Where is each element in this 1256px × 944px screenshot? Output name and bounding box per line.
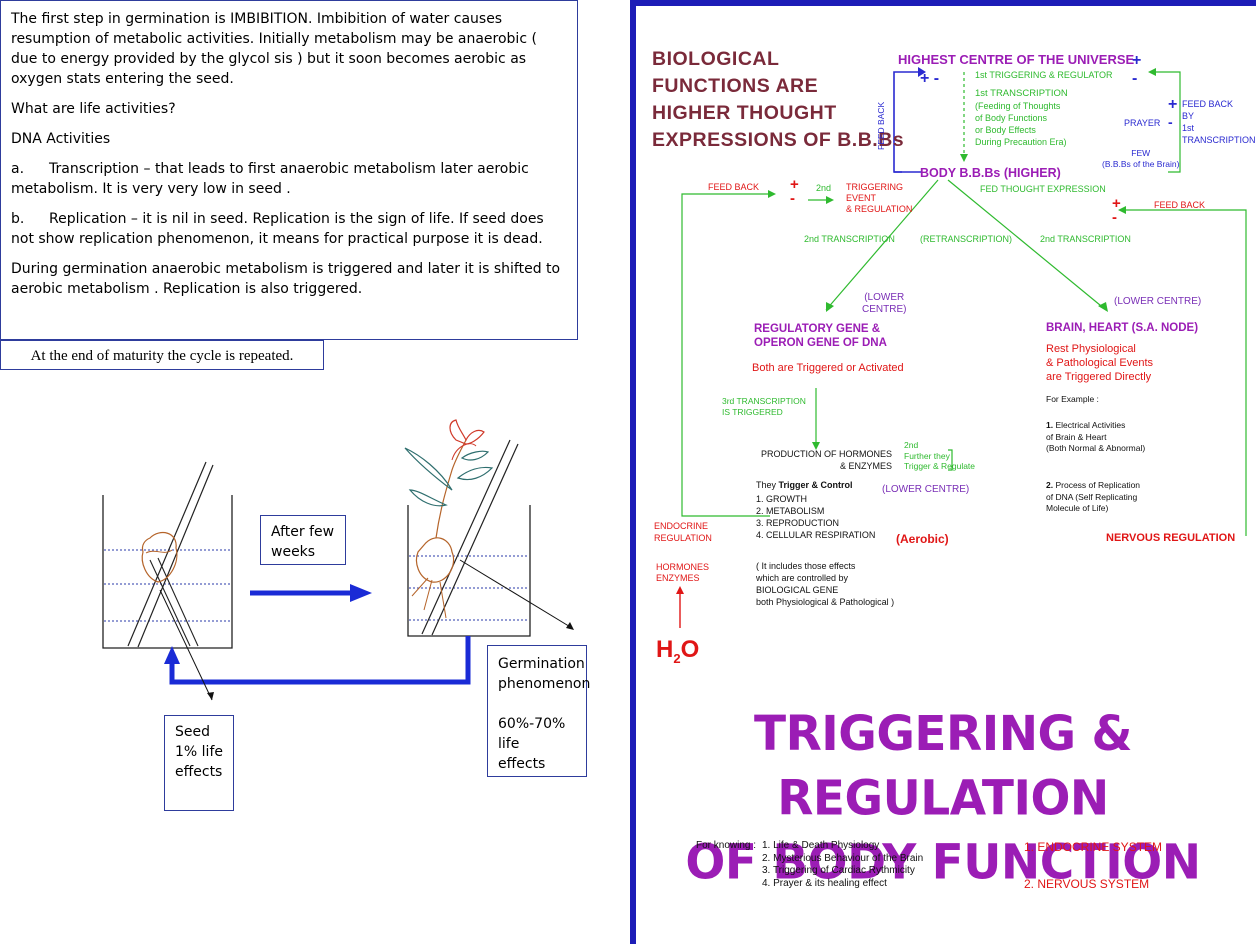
feeding-label: (Feeding of Thoughts of Body Functions o… [975, 101, 1067, 147]
retranscription-label: (RETRANSCRIPTION) [920, 234, 1012, 244]
germination-phenomenon-box: Germination phenomenon 60%-70% life effe… [487, 645, 591, 777]
few-label: FEW (B.B.Bs of the Brain) [1102, 148, 1180, 169]
item-a-letter: a. [11, 161, 25, 177]
endocrine-system-label: 1. ENDOCRINE SYSTEM [1024, 840, 1163, 854]
text-dna-activities: DNA Activities [11, 131, 111, 147]
nervous-system-label: 2. NERVOUS SYSTEM [1024, 877, 1150, 891]
plus-minus-sign-left: + - [920, 70, 940, 87]
germination-phenomenon-label: Germination phenomenon 60%-70% life effe… [498, 656, 591, 772]
seed-label: Seed 1% life effects [175, 724, 223, 780]
includes-label: ( It includes those effects which are co… [756, 561, 895, 607]
first-transcription-label: 1st TRANSCRIPTION [975, 88, 1068, 99]
example-2-num: 2. [1046, 480, 1054, 490]
for-knowing-list: 1. Life & Death Physiology 2. Mysterious… [762, 840, 924, 889]
plus-minus-sign-right: +- [1168, 96, 1178, 130]
item-b-text: Replication – it is nil in seed. Replica… [11, 211, 544, 247]
nervous-regulation-label: NERVOUS REGULATION [1106, 532, 1236, 544]
feed-back-by-transcription-label: FEED BACK BY 1st TRANSCRIPTION [1182, 99, 1256, 145]
seed-box: Seed 1% life effects [164, 715, 234, 811]
third-transcription-label: 3rd TRANSCRIPTION IS TRIGGERED [722, 396, 806, 417]
hormones-enzymes-label: HORMONES ENZYMES [656, 562, 710, 583]
lower-centre-mid-label: (LOWER CENTRE) [882, 484, 970, 495]
lower-centre-left-label: (LOWER CENTRE) [862, 292, 907, 315]
for-example-label: For Example : [1046, 394, 1099, 404]
text-germination-summary: During germination anaerobic metabolism … [11, 261, 561, 297]
prayer-label: PRAYER [1124, 118, 1161, 128]
second-transcription-right-label: 2nd TRANSCRIPTION [1040, 234, 1131, 244]
first-trigger-label: 1st TRIGGERING & REGULATOR [975, 70, 1113, 80]
item-a-text: Transcription – that leads to first anae… [11, 161, 529, 197]
plus-minus-right: +- [1112, 195, 1121, 226]
rest-events-label: Rest Physiological & Pathological Events… [1046, 343, 1154, 383]
example-1: 1. Electrical Activities of Brain & Hear… [1046, 420, 1145, 455]
pointer-lines [159, 559, 574, 701]
cycle-footer-box: At the end of maturity the cycle is repe… [0, 340, 324, 370]
example-1-text: Electrical Activities of Brain & Heart (… [1046, 420, 1146, 453]
h2o-o: O [680, 636, 700, 663]
fed-thought-label: FED THOUGHT EXPRESSION [980, 184, 1106, 194]
brain-heart-label: BRAIN, HEART (S.A. NODE) [1046, 322, 1199, 334]
feed-back-vertical-label: FEED BACK [876, 101, 886, 150]
highest-centre-label: HIGHEST CENTRE OF THE UNIVERSE [898, 52, 1135, 67]
text-item-b: b.Replication – it is nil in seed. Repli… [11, 209, 567, 249]
for-knowing-label: For knowing : [696, 840, 757, 851]
forward-arrow [250, 584, 372, 602]
further-label: 2nd Further they Trigger & Regulate [904, 440, 976, 471]
plus-minus-sign: +- [1132, 52, 1142, 87]
cycle-footer-label: At the end of maturity the cycle is repe… [30, 348, 294, 364]
poster-connectors [676, 67, 1247, 628]
after-few-weeks-label: After few weeks [271, 524, 335, 560]
they-prefix: They [756, 480, 779, 490]
poster-heading: BIOLOGICAL FUNCTIONS ARE HIGHER THOUGHT … [652, 48, 905, 151]
germination-text-box: The first step in germination is IMBIBIT… [0, 0, 578, 340]
text-item-a: a.Transcription – that leads to first an… [11, 159, 567, 199]
germination-illustration [102, 419, 574, 701]
plus-minus-left: +- [790, 176, 799, 207]
triggering-event-label: TRIGGERING EVENT & REGULATION [846, 182, 913, 214]
production-label: PRODUCTION OF HORMONES & ENZYMES [760, 449, 892, 471]
feed-back-right-label: FEED BACK [1154, 200, 1206, 210]
growth-list: 1. GROWTH 2. METABOLISM 3. REPRODUCTION … [756, 494, 876, 540]
body-bbbs-label: BODY B.B.Bs (HIGHER) [920, 166, 1061, 180]
text-question: What are life activities? [11, 101, 176, 117]
poster [630, 0, 1256, 944]
endocrine-regulation-label: ENDOCRINE REGULATION [654, 521, 712, 543]
after-few-weeks-box: After few weeks [260, 515, 346, 565]
second-label: 2nd [816, 183, 832, 193]
germinating-beaker [404, 419, 531, 637]
item-b-letter: b. [11, 211, 25, 227]
text-imbibition: The first step in germination is IMBIBIT… [11, 11, 537, 87]
feed-back-left-label: FEED BACK [708, 182, 760, 192]
main-title: TRIGGERING & REGULATION OF BODY FUNCTION [685, 706, 1201, 891]
cycle-return-arrow [164, 636, 471, 685]
regulatory-gene-label: REGULATORY GENE & OPERON GENE OF DNA [754, 323, 887, 349]
example-2-text: Process of Replication of DNA (Self Repl… [1046, 480, 1141, 513]
they-trigger-label: They Trigger & Control [756, 480, 853, 490]
h2o-label: H2O [656, 636, 699, 666]
seed-beaker [102, 461, 233, 649]
aerobic-label: (Aerobic) [896, 532, 949, 546]
h2o-h: H [656, 636, 674, 663]
both-triggered-label: Both are Triggered or Activated [752, 362, 904, 374]
second-transcription-left-label: 2nd TRANSCRIPTION [804, 234, 895, 244]
they-bold: Trigger & Control [778, 480, 853, 490]
h2o-2: 2 [673, 650, 681, 666]
example-1-num: 1. [1046, 420, 1054, 430]
example-2: 2. Process of Replication of DNA (Self R… [1046, 480, 1140, 515]
lower-centre-right-label: (LOWER CENTRE) [1114, 296, 1202, 307]
